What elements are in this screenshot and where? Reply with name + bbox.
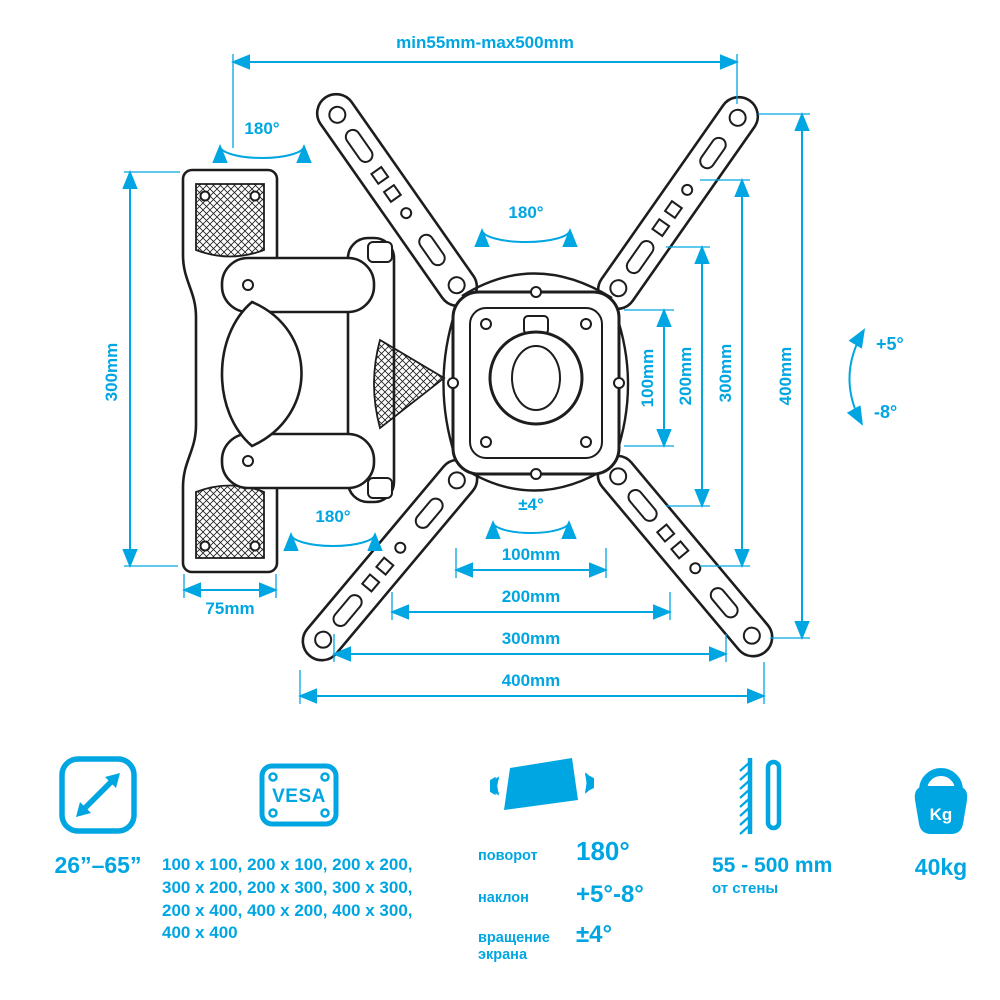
dim-bottom-100-label: 100mm (502, 545, 561, 564)
tv-mount-technical-drawing: min55mm-max500mm 300mm 75mm 100mm 200mm (102, 33, 904, 704)
dim-bottom-100: 100mm (454, 545, 608, 578)
swivel-arm-indicator: 180° (283, 507, 383, 552)
diagonal-arrows-icon (59, 756, 137, 834)
center-plate-drawing (447, 286, 625, 480)
swivel-plate-indicator: 180° (474, 203, 578, 248)
dim-bottom-400-label: 400mm (502, 671, 561, 690)
dim-right-300-label: 300mm (716, 344, 735, 403)
dim-bottom-400: 400mm (298, 662, 766, 704)
motion-tilt-label: наклон (478, 890, 529, 906)
vesa-plate-icon: VESA (259, 763, 339, 827)
spec-screen-size: 26”–65” (30, 754, 166, 879)
spec-vesa: VESA 100 x 100, 200 x 100, 200 x 200, 30… (162, 754, 462, 945)
swivel-arm-label: 180° (315, 507, 350, 526)
dim-right-400-label: 400mm (776, 347, 795, 406)
screen-size-range: 26”–65” (54, 852, 142, 878)
dim-right-100: 100mm (624, 308, 674, 448)
dim-bottom-200: 200mm (390, 587, 672, 620)
vesa-sizes-list: 100 x 100, 200 x 100, 200 x 200, 300 x 2… (162, 855, 413, 943)
motion-row-rotation: вращение экрана ±4° (478, 921, 688, 965)
swivel-plate-label: 180° (508, 203, 543, 222)
dim-plate-width-label: 75mm (205, 599, 254, 618)
specs-section: 26”–65” VESA 100 x 100, 200 x 100, 200 x… (0, 720, 1000, 1000)
screen-rotation-indicator: ±4° (485, 495, 577, 540)
dim-plate-width: 75mm (182, 574, 278, 618)
dim-left-height: 300mm (102, 170, 180, 568)
dim-top-width: min55mm-max500mm (231, 33, 739, 148)
wall-distance-icon (739, 758, 782, 835)
motion-rotation-value: ±4° (576, 921, 613, 948)
swivel-wall-label: 180° (244, 119, 279, 138)
tilt-down-label: -8° (874, 402, 897, 422)
dim-right-300: 300mm (700, 178, 750, 568)
motion-row-tilt: наклон +5°-8° (478, 881, 688, 909)
vesa-icon-label: VESA (272, 786, 326, 807)
tilt-up-label: +5° (876, 334, 904, 354)
dim-top-width-label: min55mm-max500mm (396, 33, 574, 52)
dim-left-height-label: 300mm (102, 343, 121, 402)
dim-right-100-label: 100mm (638, 349, 657, 408)
screen-rotation-label: ±4° (518, 495, 544, 514)
weight-value: 40kg (914, 854, 968, 880)
weight-icon-label: Kg (930, 805, 953, 824)
vesa-bracket-arms-drawing (293, 85, 782, 670)
motion-row-swivel: поворот 180° (478, 836, 688, 867)
dim-bottom-300-label: 300mm (502, 629, 561, 648)
wall-distance-sub: от стены (712, 880, 779, 897)
articulating-arm-drawing (220, 236, 446, 504)
wall-distance-value: 55 - 500 mm (712, 854, 833, 877)
spec-weight: Kg 40kg (886, 754, 996, 881)
spec-motion: поворот 180° наклон +5°-8° вращение экра… (478, 754, 688, 965)
weight-kettlebell-icon: Kg (914, 768, 968, 834)
tilt-indicator: +5° -8° (846, 328, 904, 426)
dim-right-200: 200mm (666, 245, 710, 508)
motion-swivel-value: 180° (576, 836, 630, 866)
swivel-wall-indicator: 180° (212, 119, 312, 164)
screen-swivel-icon (490, 758, 594, 810)
dim-bottom-300: 300mm (332, 629, 728, 662)
motion-swivel-label: поворот (478, 848, 538, 864)
dim-right-200-label: 200mm (676, 347, 695, 406)
dim-bottom-200-label: 200mm (502, 587, 561, 606)
dim-right-400: 400mm (758, 112, 810, 640)
motion-tilt-value: +5°-8° (576, 881, 644, 908)
spec-wall-distance: 55 - 500 mm от стены (712, 754, 897, 897)
motion-rotation-label: вращение экрана (478, 930, 550, 964)
